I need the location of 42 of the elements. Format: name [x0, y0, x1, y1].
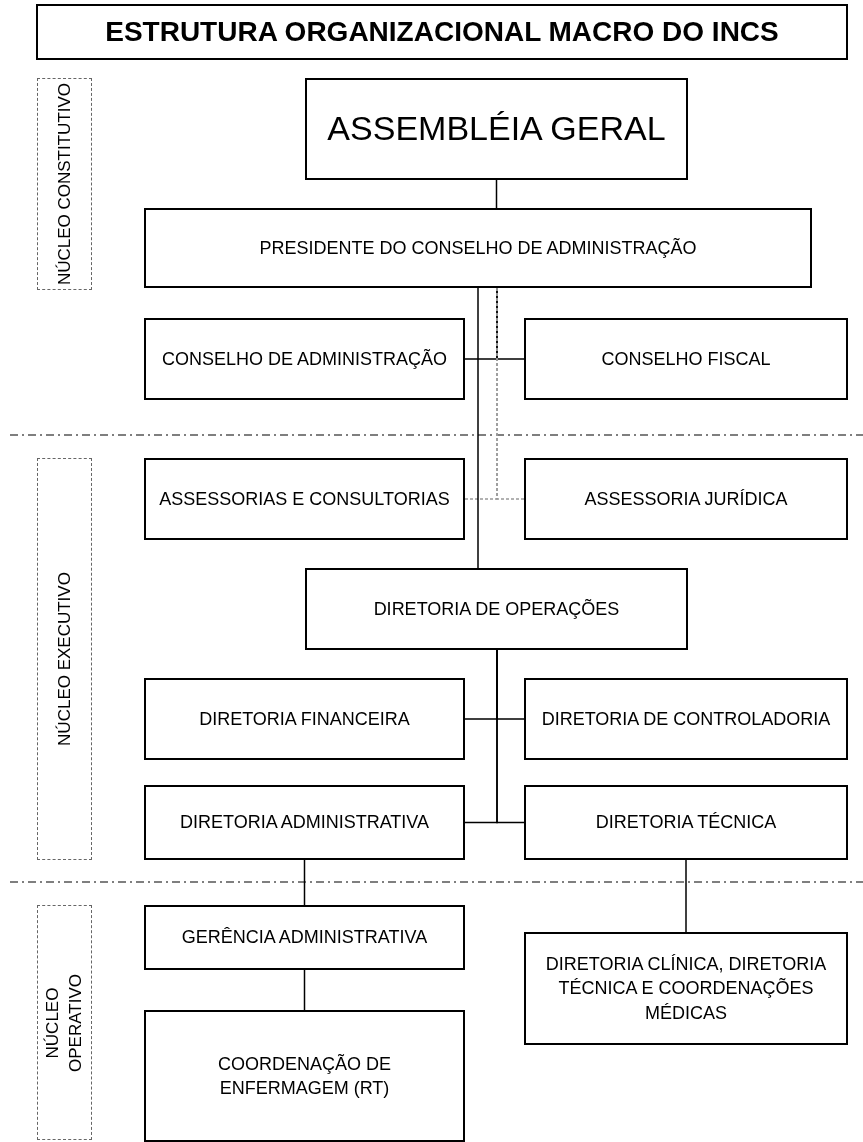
- section-band: [37, 905, 92, 1140]
- org-box: [144, 318, 465, 400]
- org-box: [144, 208, 812, 288]
- box-label: DIRETORIA DE CONTROLADORIA: [540, 707, 832, 731]
- connector-line: [496, 649, 525, 824]
- box-label: DIRETORIA FINANCEIRA: [198, 707, 411, 731]
- section-band: [37, 78, 92, 290]
- box-label: DIRETORIA ADMINISTRATIVA: [178, 811, 430, 835]
- box-label: COORDENAÇÃO DE ENFERMAGEM (RT): [217, 1052, 392, 1100]
- box-label: CONSELHO DE ADMINISTRAÇÃO: [160, 347, 448, 371]
- org-box: [524, 678, 848, 760]
- section-label: NÚCLEO OPERATIVO: [41, 972, 86, 1074]
- box-label: DIRETORIA DE OPERAÇÕES: [372, 597, 621, 621]
- box-label: GERÊNCIA ADMINISTRATIVA: [180, 926, 429, 950]
- org-box: [524, 318, 848, 400]
- org-box: [524, 932, 848, 1045]
- org-box: [144, 1010, 465, 1142]
- org-box: [144, 678, 465, 760]
- diagram-title: ESTRUTURA ORGANIZACIONAL MACRO DO INCS: [36, 4, 848, 60]
- org-box: [144, 458, 465, 540]
- connector-line: [496, 287, 525, 500]
- section-band: [37, 458, 92, 860]
- connector-line: [685, 859, 687, 933]
- connector-line: [303, 859, 306, 906]
- box-label: PRESIDENTE DO CONSELHO DE ADMINISTRAÇÃO: [258, 236, 698, 260]
- connector-line: [477, 287, 479, 569]
- org-box: [524, 785, 848, 860]
- box-label: CONSELHO FISCAL: [600, 347, 772, 371]
- box-label: ASSESSORIA JURÍDICA: [583, 487, 789, 511]
- box-label: DIRETORIA TÉCNICA: [594, 811, 778, 835]
- connector-line: [303, 969, 306, 1011]
- org-box: [144, 785, 465, 860]
- org-box: [524, 458, 848, 540]
- org-box: [305, 568, 688, 650]
- org-box: [144, 905, 465, 970]
- box-label: ASSEMBLÉIA GERAL: [326, 108, 667, 150]
- section-label: NÚCLEO CONSTITUTIVO: [53, 81, 75, 288]
- org-box: [305, 78, 688, 180]
- connector-line: [495, 179, 498, 209]
- box-label: DIRETORIA CLÍNICA, DIRETORIA TÉCNICA E COORDENAÇÕES MÉDICAS: [544, 953, 828, 1025]
- section-label: NÚCLEO EXECUTIVO: [53, 571, 75, 748]
- box-label: ASSESSORIAS E CONSULTORIAS: [158, 487, 451, 511]
